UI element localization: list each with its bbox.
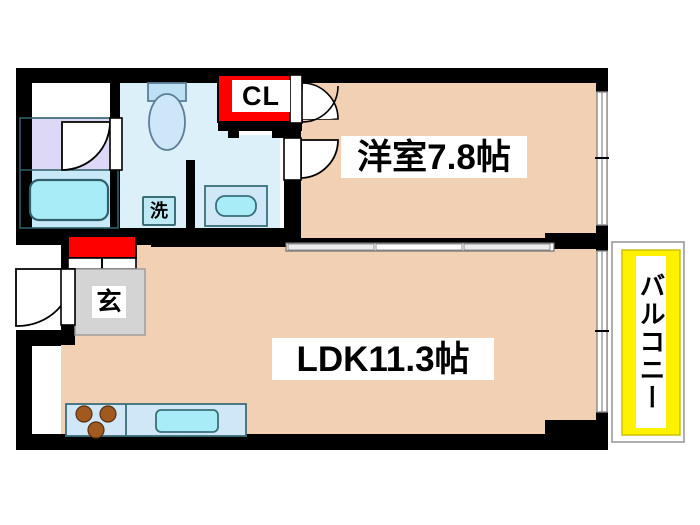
wall-top-right-step bbox=[545, 68, 608, 83]
stove-burner-2 bbox=[99, 405, 117, 423]
kitchen-block bbox=[65, 403, 247, 439]
stove-burner-3 bbox=[87, 421, 105, 439]
washbasin-bowl bbox=[215, 195, 257, 217]
wall-top bbox=[16, 68, 608, 83]
room-label-bedroom: 洋室7.8帖 bbox=[341, 136, 527, 178]
closet-door-swing-lower[interactable] bbox=[302, 83, 338, 119]
wall-right-bottom bbox=[596, 412, 608, 450]
wall-entry-left bbox=[16, 330, 32, 450]
closet-door-panel bbox=[289, 74, 303, 124]
room-label-entrance: 玄 bbox=[92, 286, 126, 318]
fixture-label-closet: CL bbox=[232, 80, 290, 112]
sliding-partition[interactable] bbox=[285, 242, 555, 252]
kitchen-sink bbox=[155, 409, 219, 433]
bathtub bbox=[28, 178, 110, 222]
toilet-fixture bbox=[147, 82, 187, 151]
partition-panel-2 bbox=[375, 243, 463, 251]
toilet-bowl bbox=[148, 93, 186, 151]
windows bbox=[595, 91, 609, 413]
closet-door-arc-2[interactable] bbox=[301, 85, 339, 123]
stove-burner-1 bbox=[75, 405, 93, 423]
shoe-cabinet-red bbox=[67, 235, 137, 259]
bedroom-door-leaf bbox=[283, 137, 302, 181]
bedroom-door-swing[interactable] bbox=[300, 139, 339, 179]
wall-entry-step bbox=[16, 330, 61, 346]
bathroom-door-swing[interactable] bbox=[61, 121, 111, 171]
wall-washroom-stub bbox=[186, 160, 195, 230]
fixture-label-washer: 洗 bbox=[142, 196, 176, 226]
shoe-cabinet-block bbox=[67, 235, 137, 270]
bath-outline bbox=[19, 117, 119, 229]
partition-panel-1 bbox=[287, 243, 375, 251]
wall-divider-right-block bbox=[545, 233, 608, 249]
wall-partition-left bbox=[151, 238, 401, 247]
entrance-door-leaf bbox=[60, 268, 76, 326]
room-label-balcony: バルコニー bbox=[636, 256, 666, 428]
bathroom-fixtures bbox=[19, 117, 119, 229]
bathroom-door-leaf bbox=[109, 117, 123, 171]
wall-bottom bbox=[16, 434, 608, 450]
partition-panel-3 bbox=[463, 243, 551, 251]
doors bbox=[15, 74, 339, 327]
room-label-ldk: LDK11.3帖 bbox=[272, 338, 494, 380]
washbasin-fixture bbox=[204, 185, 268, 227]
wall-right-top bbox=[596, 68, 608, 92]
